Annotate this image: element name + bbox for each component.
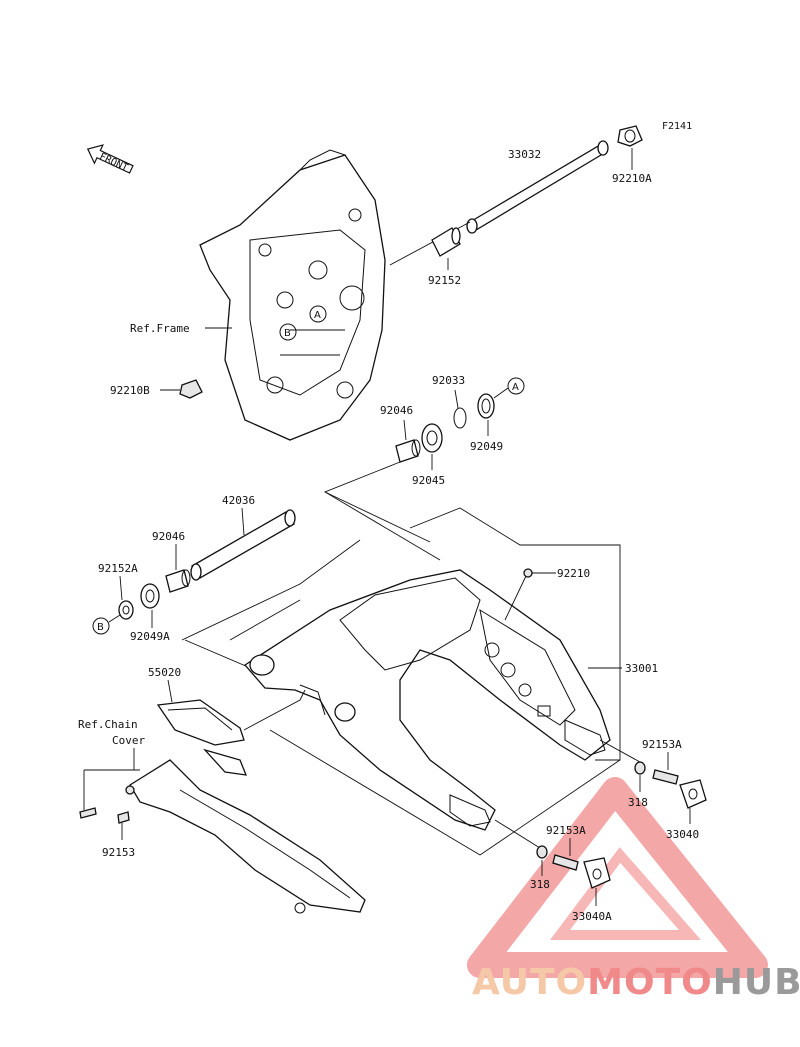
label-55020: 55020 xyxy=(148,666,181,679)
pivot-shaft-33032 xyxy=(466,140,609,234)
adjuster-33040A xyxy=(583,857,611,889)
chain-guard-55020 xyxy=(156,699,248,776)
nut-92210A xyxy=(617,125,643,147)
seal-92049A xyxy=(140,583,160,609)
label-33040A: 33040A xyxy=(572,910,612,923)
collar-318-lower xyxy=(536,845,548,859)
collar-92152A xyxy=(118,600,134,620)
seal-92049 xyxy=(477,393,495,419)
label-92033: 92033 xyxy=(432,374,465,387)
front-arrow-icon: FRONT xyxy=(86,144,134,174)
diagram-code: F2141 xyxy=(662,121,692,132)
label-92045: 92045 xyxy=(412,474,445,487)
label-33040: 33040 xyxy=(666,828,699,841)
label-92049A: 92049A xyxy=(130,630,170,643)
svg-text:AUTOMOTOHUB: AUTOMOTOHUB xyxy=(472,962,800,1003)
label-92210B: 92210B xyxy=(110,384,150,397)
label-92152: 92152 xyxy=(428,274,461,287)
chain-cover-illustration xyxy=(125,759,366,914)
front-label: FRONT xyxy=(98,151,130,174)
label-92153A-right: 92153A xyxy=(642,738,682,751)
watermark-logo-graphic xyxy=(467,777,768,978)
label-92046-upper: 92046 xyxy=(380,404,413,417)
label-92153A-lower: 92153A xyxy=(546,824,586,837)
collar-318-right xyxy=(634,761,646,775)
frame-illustration xyxy=(199,149,386,441)
label-92046-lower: 92046 xyxy=(152,530,185,543)
plug-92210 xyxy=(523,568,533,578)
callout-b-frame: B xyxy=(284,328,291,339)
label-ref-frame: Ref.Frame xyxy=(130,322,190,335)
bearing-92045 xyxy=(421,423,443,453)
label-33001: 33001 xyxy=(625,662,658,675)
bolt-92153A-right xyxy=(652,769,679,785)
label-92210: 92210 xyxy=(557,567,590,580)
label-ref-chain-line1: Ref.Chain xyxy=(78,718,138,731)
label-33032: 33032 xyxy=(508,148,541,161)
label-318-right: 318 xyxy=(628,796,648,809)
label-92210A: 92210A xyxy=(612,172,652,185)
adjuster-33040 xyxy=(679,779,707,809)
label-ref-chain-line2: Cover xyxy=(112,734,145,747)
label-92049: 92049 xyxy=(470,440,503,453)
label-92153: 92153 xyxy=(102,846,135,859)
swingarm-33001 xyxy=(244,569,611,831)
watermark-part3: HUB xyxy=(713,962,800,1003)
circlip-92033 xyxy=(453,407,467,429)
watermark-part2: MOTO xyxy=(587,962,713,1003)
label-318-lower: 318 xyxy=(530,878,550,891)
needle-bearing-92046-upper xyxy=(395,439,421,463)
collar-92152 xyxy=(431,227,461,257)
bolt-92153-a xyxy=(79,807,97,819)
watermark-part1: AUTO xyxy=(472,962,587,1003)
label-42036: 42036 xyxy=(222,494,255,507)
bolt-92153A-lower xyxy=(552,854,579,871)
needle-bearing-92046-lower xyxy=(165,569,191,593)
nut-92210B xyxy=(179,379,203,399)
watermark-brand: AUTOMOTOHUB xyxy=(472,962,800,1003)
sleeve-42036 xyxy=(190,509,296,581)
callout-a-seal: A xyxy=(512,382,519,393)
callout-b-lower: B xyxy=(97,622,104,633)
bolt-92153-b xyxy=(117,811,130,824)
label-92152A: 92152A xyxy=(98,562,138,575)
callout-a-frame: A xyxy=(314,310,321,321)
